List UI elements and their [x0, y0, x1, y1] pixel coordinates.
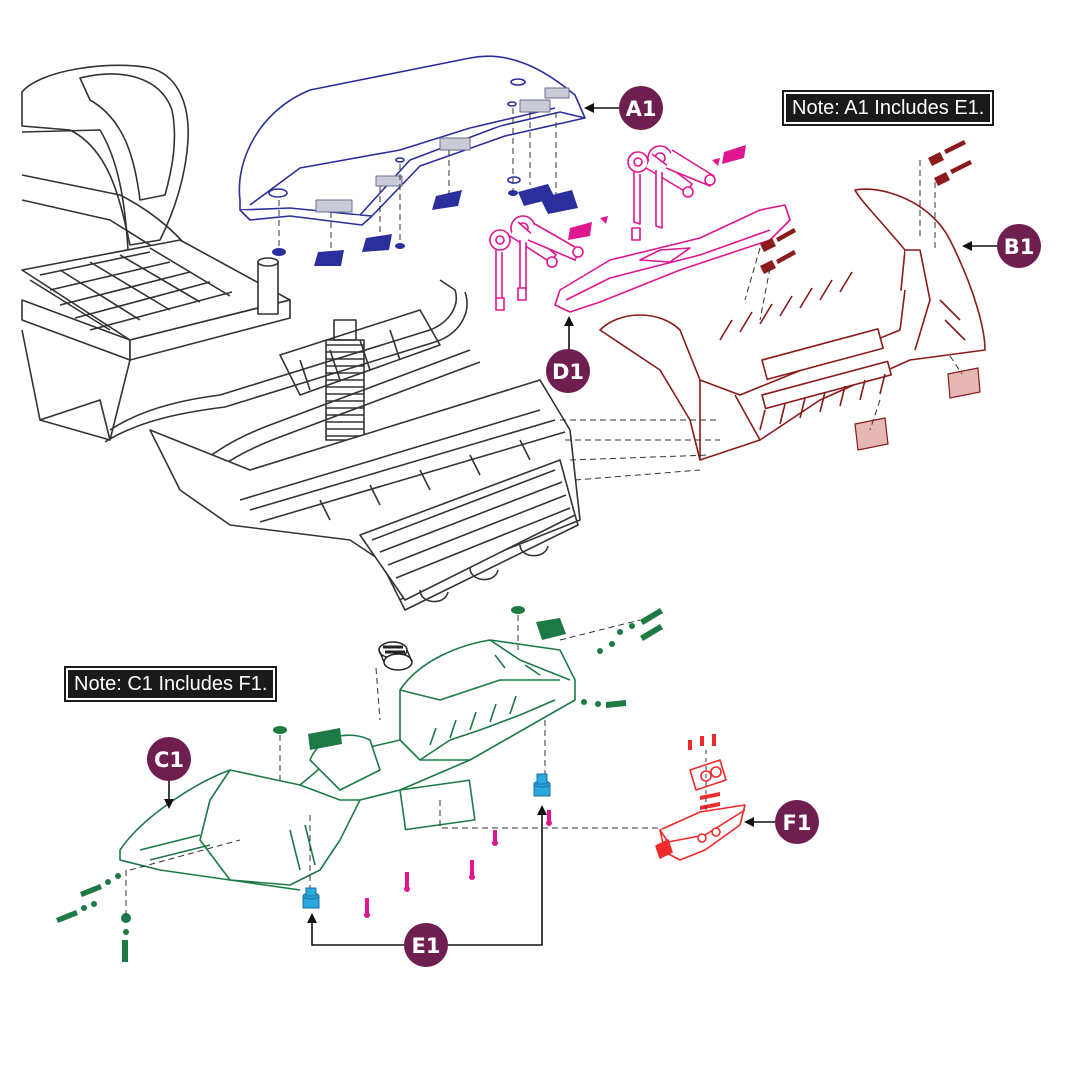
note-c1-includes-f1: Note: C1 Includes F1.: [64, 666, 278, 702]
part-d1-pads: [568, 145, 746, 240]
callout-e1: E1: [404, 923, 448, 967]
b1-guide-lines: [560, 160, 963, 481]
a1-guide-lines: [278, 108, 557, 249]
callout-c1: C1: [147, 737, 191, 781]
part-f1-bracket: [655, 759, 746, 861]
svg-text:A1: A1: [626, 97, 657, 121]
part-c1-pads: [273, 606, 566, 750]
c1-guide-lines: [125, 615, 660, 915]
part-a1-pads: [272, 184, 578, 266]
part-c1-lower-shroud: [119, 639, 576, 891]
part-e1-feet: [302, 773, 551, 909]
c1-bushing: [378, 641, 413, 671]
svg-text:B1: B1: [1004, 235, 1035, 259]
svg-text:C1: C1: [154, 748, 184, 772]
callout-f1: F1: [775, 800, 819, 844]
c1-fasteners-pink: [364, 810, 552, 918]
callout-a1: A1: [619, 86, 663, 130]
svg-text:E1: E1: [412, 934, 441, 958]
svg-text:D1: D1: [552, 360, 584, 384]
part-b1-pads: [854, 367, 981, 451]
frame-chassis: [21, 64, 581, 611]
note-a1-includes-e1: Note: A1 Includes E1.: [782, 90, 995, 126]
part-a1-rear-shroud-top: [238, 55, 586, 226]
part-c1-screws: [56, 608, 663, 962]
part-b1-rear-shroud: [599, 188, 986, 461]
part-b1-hardware: [760, 140, 972, 274]
svg-text:F1: F1: [783, 811, 812, 835]
callout-arrowheads: [164, 103, 972, 923]
callout-b1: B1: [997, 224, 1041, 268]
callout-d1: D1: [546, 349, 590, 393]
part-f1-hardware: [688, 734, 720, 810]
part-d1-bumper-bar: [489, 145, 791, 313]
